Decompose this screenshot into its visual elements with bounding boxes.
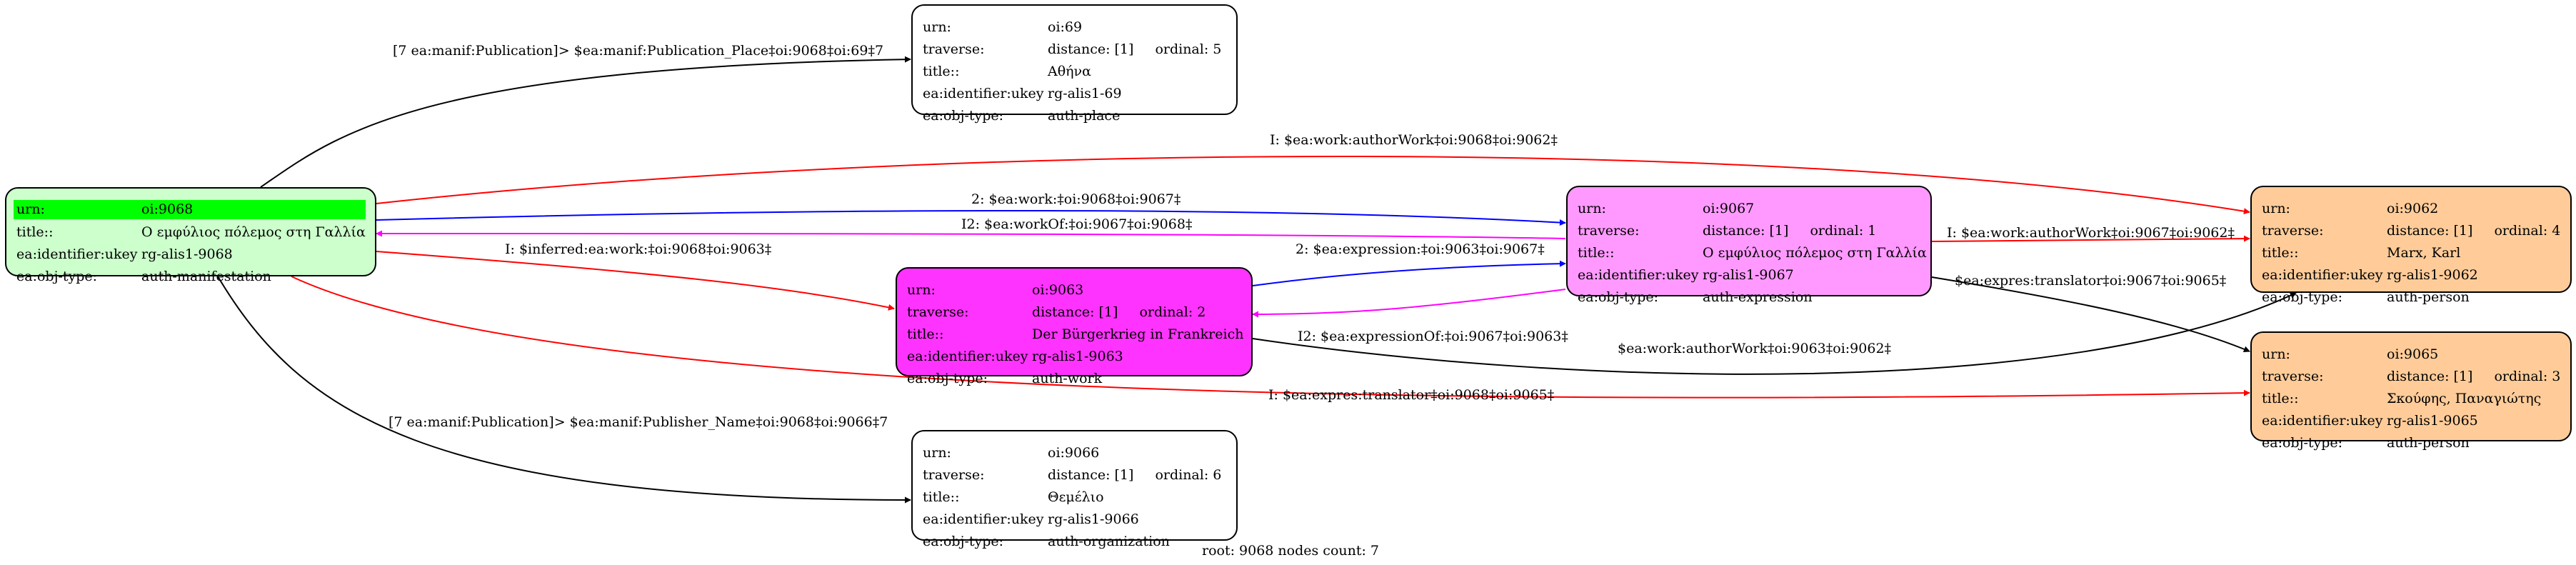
node-field-type: ea:obj-type:auth-person	[2262, 434, 2470, 451]
edge-label-publication-place: [7 ea:manif:Publication]> $ea:manif:Publ…	[393, 43, 884, 59]
edge-author-work	[1252, 292, 2297, 375]
node-ordinal: ordinal: 2	[1139, 304, 1206, 320]
edge-label-author-work: $ea:work:authorWork‡oi:9063‡oi:9062‡	[1618, 341, 1892, 356]
node-field-traverse: traverse:distance: [1]ordinal: 5	[923, 41, 1222, 57]
node-field-traverse: traverse:distance: [1]ordinal: 4	[2262, 222, 2561, 239]
edge-inferred-work	[376, 251, 895, 311]
edge-label-author-root: I: $ea:work:authorWork‡oi:9068‡oi:9062‡	[1270, 132, 1558, 148]
edge-translator-exp	[1931, 276, 2250, 353]
node-field-type: ea:obj-type:auth-place	[923, 107, 1121, 124]
edge-label-work-of: I2: $ea:workOf:‡oi:9067‡oi:9068‡	[961, 216, 1193, 232]
node-field-type: ea:obj-type:auth-manifestation	[16, 268, 271, 284]
node-field-urn: urn:oi:9063	[907, 281, 1084, 298]
node-distance: distance: [1]	[1048, 41, 1134, 57]
node-ordinal: ordinal: 6	[1155, 466, 1222, 483]
node-oi-9065[interactable]: urn:oi:9065 traverse:distance: [1]ordina…	[2250, 331, 2572, 451]
edge-translator-root	[291, 276, 2250, 399]
edge-label-translator-root: I: $ea:expres:translator‡oi:9068‡oi:9065…	[1268, 387, 1555, 403]
node-distance: distance: [1]	[1048, 466, 1134, 483]
node-distance: distance: [1]	[2387, 368, 2473, 384]
edge-expression	[1252, 260, 1566, 286]
edge-label-author-exp: I: $ea:work:authorWork‡oi:9067‡oi:9062‡	[1947, 225, 2235, 241]
node-field-title: title::Der Bürgerkrieg in Frankreich	[907, 326, 1244, 342]
graph-footer: root: 9068 nodes count: 7	[1202, 543, 1380, 559]
node-field-title: title::Σκούφης, Παναγιώτης	[2262, 390, 2542, 406]
node-ordinal: ordinal: 1	[1810, 222, 1877, 239]
edge-label-expression-of: I2: $ea:expressionOf:‡oi:9067‡oi:9063‡	[1298, 329, 1568, 344]
node-field-title: title::Θεμέλιο	[923, 489, 1104, 505]
node-field-urn: urn:oi:69	[923, 19, 1083, 35]
node-field-title: title::Αθήνα	[923, 63, 1091, 79]
edge-author-exp	[1931, 235, 2250, 242]
node-distance: distance: [1]	[2387, 222, 2473, 239]
node-field-urn: urn:oi:9068	[14, 199, 366, 221]
edge-publication-place	[260, 56, 911, 188]
edge-publisher	[217, 276, 911, 504]
node-field-title: title::Marx, Karl	[2262, 244, 2461, 261]
node-field-type: ea:obj-type:auth-work	[907, 370, 1103, 386]
node-field-urn: urn:oi:9062	[2262, 200, 2439, 216]
node-distance: distance: [1]	[1032, 304, 1118, 320]
node-ordinal: ordinal: 4	[2494, 222, 2561, 239]
edge-label-inferred-work: I: $inferred:ea:work:‡oi:9068‡oi:9063‡	[505, 241, 772, 257]
edge-label-work-root: 2: $ea:work:‡oi:9068‡oi:9067‡	[971, 191, 1181, 207]
node-oi-9066[interactable]: urn:oi:9066 traverse:distance: [1]ordina…	[911, 430, 1238, 549]
node-field-traverse: traverse:distance: [1]ordinal: 1	[1578, 222, 1877, 239]
node-ordinal: ordinal: 5	[1155, 41, 1222, 57]
edge-author-root	[376, 156, 2250, 215]
node-oi-9062[interactable]: urn:oi:9062 traverse:distance: [1]ordina…	[2250, 186, 2572, 305]
node-ordinal: ordinal: 3	[2494, 368, 2561, 384]
node-field-type: ea:obj-type:auth-organization	[923, 533, 1170, 549]
node-distance: distance: [1]	[1703, 222, 1789, 239]
edge-work-of	[376, 230, 1566, 239]
node-field-title: title::Ο εμφύλιος πόλεμος στη Γαλλία	[16, 224, 366, 240]
node-field-traverse: traverse:distance: [1]ordinal: 3	[2262, 368, 2561, 384]
node-field-type: ea:obj-type:auth-person	[2262, 289, 2470, 305]
edge-label-translator-exp: $ea:expres:translator‡oi:9067‡oi:9065‡	[1955, 273, 2227, 289]
edge-work-root	[376, 209, 1566, 226]
node-field-title: title::Ο εμφύλιος πόλεμος στη Γαλλία	[1578, 244, 1927, 261]
node-field-urn: urn:oi:9066	[923, 444, 1100, 461]
node-field-traverse: traverse:distance: [1]ordinal: 6	[923, 466, 1222, 483]
node-oi-9068[interactable]: urn:oi:9068 title::Ο εμφύλιος πόλεμος στ…	[5, 187, 376, 284]
node-field-traverse: traverse:distance: [1]ordinal: 2	[907, 304, 1206, 320]
node-field-urn: urn:oi:9067	[1578, 200, 1755, 216]
node-oi-9067[interactable]: urn:oi:9067 traverse:distance: [1]ordina…	[1566, 186, 1932, 305]
node-field-type: ea:obj-type:auth-expression	[1578, 289, 1813, 305]
edge-expression-of	[1252, 289, 1566, 318]
edge-label-publisher: [7 ea:manif:Publication]> $ea:manif:Publ…	[389, 414, 888, 430]
edge-label-expression: 2: $ea:expression:‡oi:9063‡oi:9067‡	[1295, 241, 1545, 257]
node-oi-9063[interactable]: urn:oi:9063 traverse:distance: [1]ordina…	[896, 267, 1253, 386]
node-oi-69[interactable]: urn:oi:69 traverse:distance: [1]ordinal:…	[911, 4, 1238, 124]
node-field-urn: urn:oi:9065	[2262, 346, 2439, 362]
